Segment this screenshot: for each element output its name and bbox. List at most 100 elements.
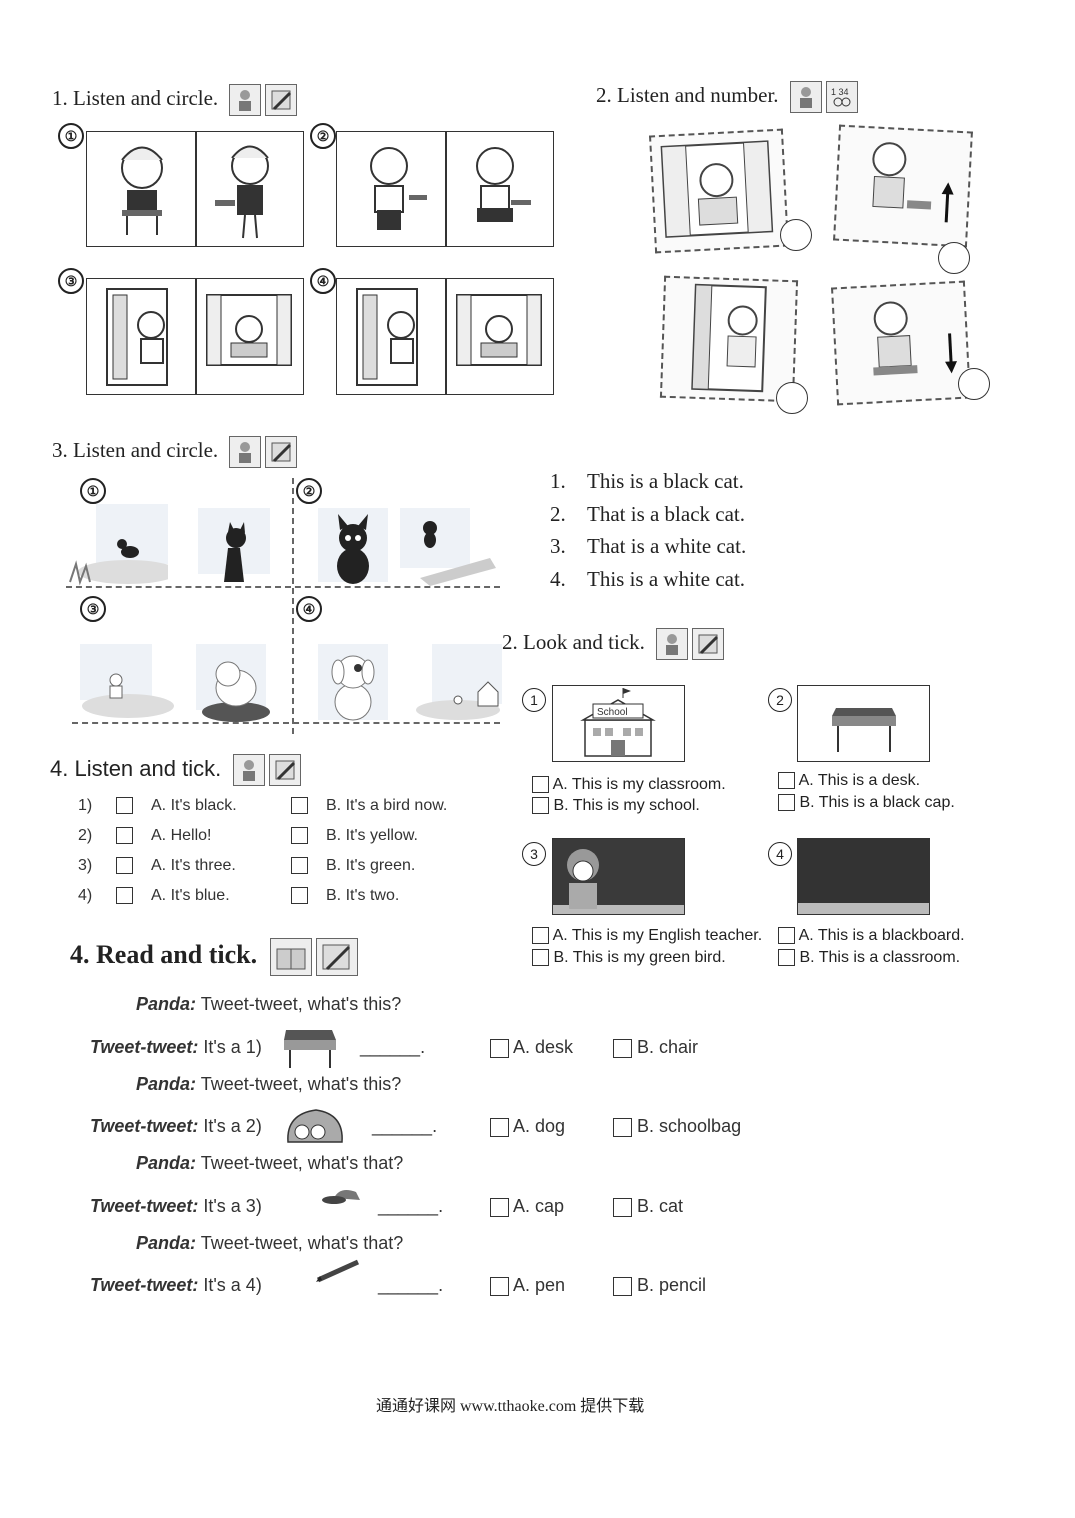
checkbox[interactable] — [116, 887, 133, 905]
checkbox[interactable] — [532, 776, 549, 794]
near-white-dog-picture[interactable] — [318, 644, 388, 724]
checkbox[interactable] — [291, 857, 308, 875]
section2-title: 2. Listen and number. 1 34 — [596, 81, 858, 113]
desk-picture — [284, 1030, 336, 1068]
answer-blank[interactable]: ______. — [378, 1275, 444, 1295]
near-black-cat-picture[interactable] — [198, 508, 270, 588]
sentence-4: 4.This is a white cat. — [550, 567, 745, 592]
answer-blank[interactable]: ______. — [372, 1116, 438, 1136]
girl-sitting-picture[interactable] — [97, 140, 187, 240]
row-number: 2) — [78, 827, 93, 844]
checkbox[interactable] — [291, 827, 308, 845]
far-black-cat-picture[interactable] — [68, 504, 168, 586]
checkbox[interactable] — [613, 1197, 632, 1217]
listen-tick-row-1: 1)A. It's black.B. It's a bird now. — [78, 797, 447, 815]
near-white-dog-picture[interactable] — [196, 644, 276, 724]
pencil-icon — [269, 754, 302, 786]
listen-tick-row-2: 2)A. Hello!B. It's yellow. — [78, 827, 418, 845]
desk-picture[interactable] — [797, 685, 930, 762]
panel-number: ① — [80, 478, 106, 504]
boy-standing-picture[interactable] — [349, 140, 435, 240]
answer-circle[interactable] — [780, 219, 812, 251]
listen-tick-row-4: 4)A. It's blue.B. It's two. — [78, 887, 399, 905]
question-text: Tweet-tweet, what's this? — [200, 994, 402, 1014]
panel-number: ② — [310, 123, 336, 149]
far-black-cat-picture[interactable] — [400, 508, 496, 588]
boy-sit-down-picture — [873, 301, 958, 376]
near-black-cat-picture[interactable] — [318, 508, 388, 588]
checkbox[interactable] — [116, 827, 133, 845]
answer-circle[interactable] — [938, 242, 970, 274]
sentence-number: 1. — [550, 469, 566, 493]
answer-text: It's a 2) — [203, 1116, 262, 1136]
answer-circle[interactable] — [958, 368, 990, 400]
option-a-text: A. It's blue. — [151, 887, 230, 904]
option-a-text: A. Hello! — [151, 827, 212, 844]
checkbox[interactable] — [490, 1117, 509, 1137]
row-number: 1) — [78, 797, 93, 814]
checkbox[interactable] — [532, 949, 549, 967]
far-white-dog-picture[interactable] — [80, 644, 176, 720]
boy-sitting-picture[interactable] — [455, 140, 541, 240]
read-option-3b: B. cat — [613, 1196, 683, 1217]
speaker-label: Panda: — [136, 1153, 197, 1173]
blackboard-picture[interactable] — [797, 838, 930, 915]
checkbox[interactable] — [291, 887, 308, 905]
school-sign-text: School — [597, 707, 628, 718]
number-card-sit-down — [831, 280, 971, 406]
teacher-icon — [229, 84, 262, 116]
girl-opening-window-picture[interactable] — [451, 285, 547, 389]
option-text: A. This is a blackboard. — [798, 927, 965, 944]
checkbox[interactable] — [778, 794, 795, 812]
girl-standing-picture[interactable] — [205, 140, 295, 240]
checkbox[interactable] — [490, 1038, 509, 1058]
listen-circle-panel-1 — [86, 131, 304, 247]
sentence-number: 3. — [550, 534, 566, 558]
look-option-3a: A. This is my English teacher. — [532, 927, 762, 945]
school-picture[interactable]: School — [552, 685, 685, 762]
number-icon: 1 34 — [825, 81, 858, 113]
sentence-number: 2. — [550, 502, 566, 526]
far-white-dog-picture[interactable] — [412, 644, 502, 724]
sentence-3: 3.That is a white cat. — [550, 534, 746, 559]
listen-tick-row-3: 3)A. It's three.B. It's green. — [78, 857, 415, 875]
checkbox[interactable] — [116, 797, 133, 815]
checkbox[interactable] — [291, 797, 308, 815]
teacher-icon — [656, 628, 689, 660]
checkbox[interactable] — [490, 1197, 509, 1217]
answer-blank[interactable]: ______. — [360, 1037, 426, 1057]
tweet-answer-2: Tweet-tweet: It's a 2) — [90, 1116, 262, 1137]
checkbox[interactable] — [613, 1117, 632, 1137]
answer-blank[interactable]: ______. — [378, 1196, 444, 1216]
checkbox[interactable] — [490, 1276, 509, 1296]
row-number: 3) — [78, 857, 93, 874]
option-text: B. This is a classroom. — [799, 949, 961, 966]
section1-title: 1. Listen and circle. — [52, 84, 298, 116]
checkbox[interactable] — [532, 927, 549, 945]
speaker-label: Tweet-tweet: — [90, 1196, 199, 1216]
girl-opening-window-picture[interactable] — [201, 285, 297, 389]
boy-opening-door-picture[interactable] — [351, 285, 437, 389]
read-option-4a: A. pen — [490, 1275, 565, 1296]
panel-number: ③ — [58, 268, 84, 294]
section5-title: 4. Read and tick. — [70, 938, 358, 976]
item-number: 4 — [768, 842, 792, 866]
checkbox[interactable] — [778, 949, 795, 967]
checkbox[interactable] — [532, 797, 549, 815]
item-number: 3 — [522, 842, 546, 866]
boy-opening-door-picture[interactable] — [101, 285, 187, 389]
checkbox[interactable] — [116, 857, 133, 875]
checkbox[interactable] — [613, 1038, 632, 1058]
checkbox[interactable] — [778, 927, 795, 945]
english-teacher-picture[interactable] — [552, 838, 685, 915]
book-icon — [269, 938, 312, 976]
panda-question-4: Panda: Tweet-tweet, what's that? — [136, 1233, 403, 1254]
option-text: A. This is a desk. — [798, 772, 921, 789]
look-option-3b: B. This is my green bird. — [532, 949, 726, 967]
look-tick-title-text: 2. Look and tick. — [502, 629, 645, 654]
answer-circle[interactable] — [776, 382, 808, 414]
look-option-2a: A. This is a desk. — [778, 772, 920, 790]
svg-text:1 34: 1 34 — [831, 87, 849, 97]
checkbox[interactable] — [778, 772, 795, 790]
checkbox[interactable] — [613, 1276, 632, 1296]
